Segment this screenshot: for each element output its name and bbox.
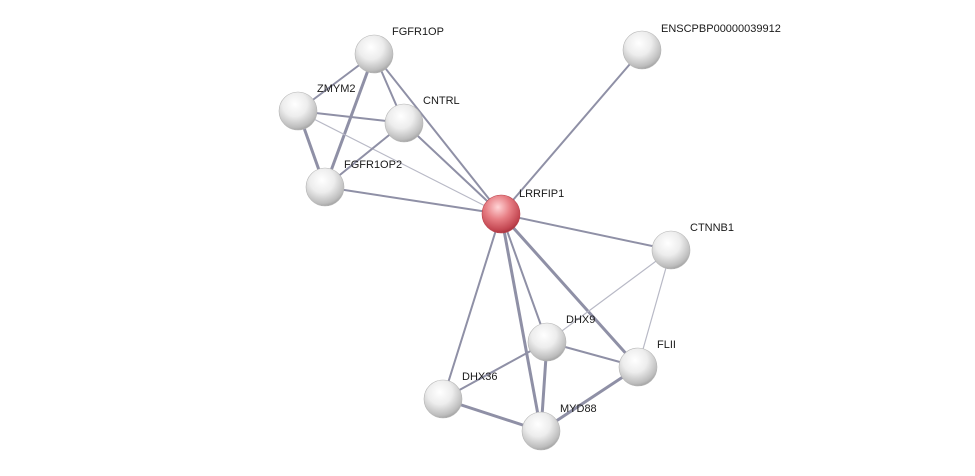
node-flii[interactable]: FLII bbox=[618, 339, 676, 387]
node-sphere-myd88[interactable] bbox=[521, 411, 561, 451]
edge-fgfr1op-fgfr1op2 bbox=[323, 52, 376, 189]
node-sphere-enscpbp00000039912[interactable] bbox=[622, 30, 662, 70]
node-zmym2[interactable]: ZMYM2 bbox=[278, 83, 356, 131]
edge-lrrfip1-myd88 bbox=[499, 212, 543, 433]
node-label-fgfr1op: FGFR1OP bbox=[392, 26, 444, 38]
node-label-zmym2: ZMYM2 bbox=[317, 83, 356, 95]
node-cntrl[interactable]: CNTRL bbox=[384, 95, 460, 143]
edge-ctnnb1-flii bbox=[637, 249, 672, 368]
edge-cntrl-lrrfip1 bbox=[403, 122, 502, 215]
node-label-cntrl: CNTRL bbox=[423, 95, 460, 107]
node-fgfr1op[interactable]: FGFR1OP bbox=[354, 26, 444, 74]
node-sphere-zmym2[interactable] bbox=[278, 91, 318, 131]
node-label-myd88: MYD88 bbox=[560, 403, 597, 415]
node-sphere-lrrfip1[interactable] bbox=[481, 194, 521, 234]
node-sphere-dhx36[interactable] bbox=[423, 379, 463, 419]
edge-fgfr1op2-lrrfip1 bbox=[324, 186, 502, 215]
edge-enscpbp00000039912-lrrfip1 bbox=[500, 49, 643, 215]
edge-lrrfip1-flii bbox=[499, 212, 640, 369]
node-sphere-ctnnb1[interactable] bbox=[651, 230, 691, 270]
node-fgfr1op2[interactable]: FGFR1OP2 bbox=[305, 159, 402, 207]
node-label-dhx36: DHX36 bbox=[462, 371, 497, 383]
node-ctnnb1[interactable]: CTNNB1 bbox=[651, 222, 734, 270]
node-sphere-fgfr1op[interactable] bbox=[354, 34, 394, 74]
node-sphere-fgfr1op2[interactable] bbox=[305, 167, 345, 207]
edge-dhx9-dhx36 bbox=[442, 341, 548, 400]
node-sphere-cntrl[interactable] bbox=[384, 103, 424, 143]
node-enscpbp00000039912[interactable]: ENSCPBP00000039912 bbox=[622, 23, 781, 70]
node-label-dhx9: DHX9 bbox=[566, 314, 595, 326]
node-label-ctnnb1: CTNNB1 bbox=[690, 222, 734, 234]
node-sphere-dhx9[interactable] bbox=[527, 322, 567, 362]
node-lrrfip1[interactable]: LRRFIP1 bbox=[481, 188, 564, 234]
node-label-fgfr1op2: FGFR1OP2 bbox=[344, 159, 402, 171]
edge-zmym2-lrrfip1 bbox=[297, 110, 502, 215]
edge-lrrfip1-dhx36 bbox=[442, 213, 502, 400]
node-sphere-flii[interactable] bbox=[618, 347, 658, 387]
node-myd88[interactable]: MYD88 bbox=[521, 403, 597, 451]
edge-flii-myd88 bbox=[539, 365, 640, 433]
edge-lrrfip1-dhx9 bbox=[500, 213, 548, 343]
node-label-flii: FLII bbox=[657, 339, 676, 351]
node-dhx9[interactable]: DHX9 bbox=[527, 314, 595, 362]
node-label-lrrfip1: LRRFIP1 bbox=[519, 188, 564, 200]
edge-ctnnb1-dhx9 bbox=[546, 249, 672, 343]
edge-fgfr1op-lrrfip1 bbox=[373, 53, 502, 215]
edge-lrrfip1-ctnnb1 bbox=[500, 213, 672, 251]
node-dhx36[interactable]: DHX36 bbox=[423, 371, 497, 419]
node-label-enscpbp00000039912: ENSCPBP00000039912 bbox=[661, 23, 781, 35]
